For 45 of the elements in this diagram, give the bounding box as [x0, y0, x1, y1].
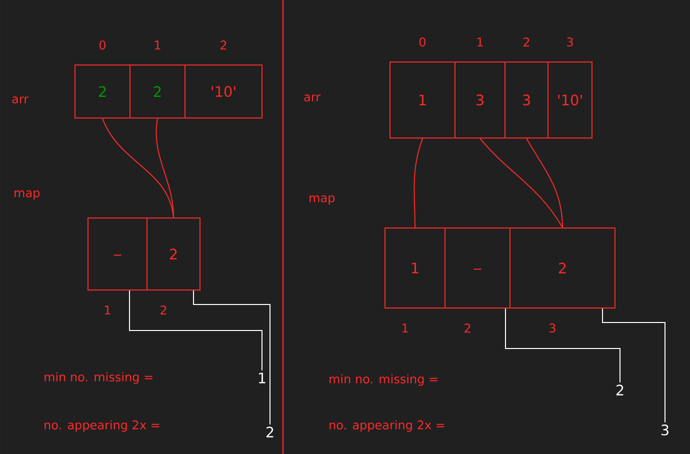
index-number: 1 — [105, 306, 110, 314]
index-number: 2 — [524, 38, 530, 46]
array-cell: _ — [88, 218, 148, 290]
index-number: 0 — [419, 37, 426, 47]
array-cell: 2 — [146, 218, 200, 290]
array-cell: '10' — [184, 64, 262, 118]
connector-line — [193, 290, 270, 425]
connector-line — [414, 138, 423, 228]
array-cell: 3 — [454, 62, 506, 138]
handwritten-note: map — [14, 190, 40, 200]
array-cell: _ — [444, 228, 510, 308]
index-number: 1 — [402, 324, 408, 332]
index-number: 2 — [220, 40, 226, 50]
handwritten-note: min no. missing = — [44, 372, 152, 384]
handwritten-note: arr — [304, 94, 321, 102]
result-number: 2 — [266, 426, 274, 438]
array-cell: 1 — [384, 228, 446, 308]
index-number: 2 — [464, 324, 470, 332]
handwritten-note: min no. missing = — [330, 374, 438, 386]
index-number: 1 — [478, 38, 483, 46]
array-cell: 2 — [130, 64, 186, 118]
array-cell: 2 — [74, 64, 130, 118]
connector-line — [156, 118, 174, 218]
result-number: 2 — [616, 384, 624, 396]
connector-line — [526, 138, 563, 228]
connector-line — [602, 308, 666, 423]
result-number: 3 — [662, 424, 668, 436]
index-number: 2 — [160, 306, 166, 314]
index-number: 1 — [155, 40, 160, 50]
array-cell: 3 — [504, 62, 548, 138]
handwritten-note: no. appearing 2x = — [44, 420, 160, 432]
index-number: 3 — [567, 37, 573, 47]
index-number: 0 — [99, 40, 106, 50]
handwritten-note: map — [310, 195, 335, 205]
array-cell: 1 — [390, 62, 456, 138]
connector-line — [129, 290, 262, 372]
array-cell: '10' — [548, 62, 592, 138]
array-cell: 2 — [510, 228, 616, 308]
connector-line — [480, 138, 563, 228]
index-number: 3 — [550, 323, 556, 333]
connector-line — [102, 118, 174, 218]
result-number: 1 — [259, 372, 266, 384]
connector-line — [505, 308, 620, 383]
handwritten-note: arr — [12, 96, 29, 104]
handwritten-note: no. appearing 2x = — [330, 420, 444, 432]
